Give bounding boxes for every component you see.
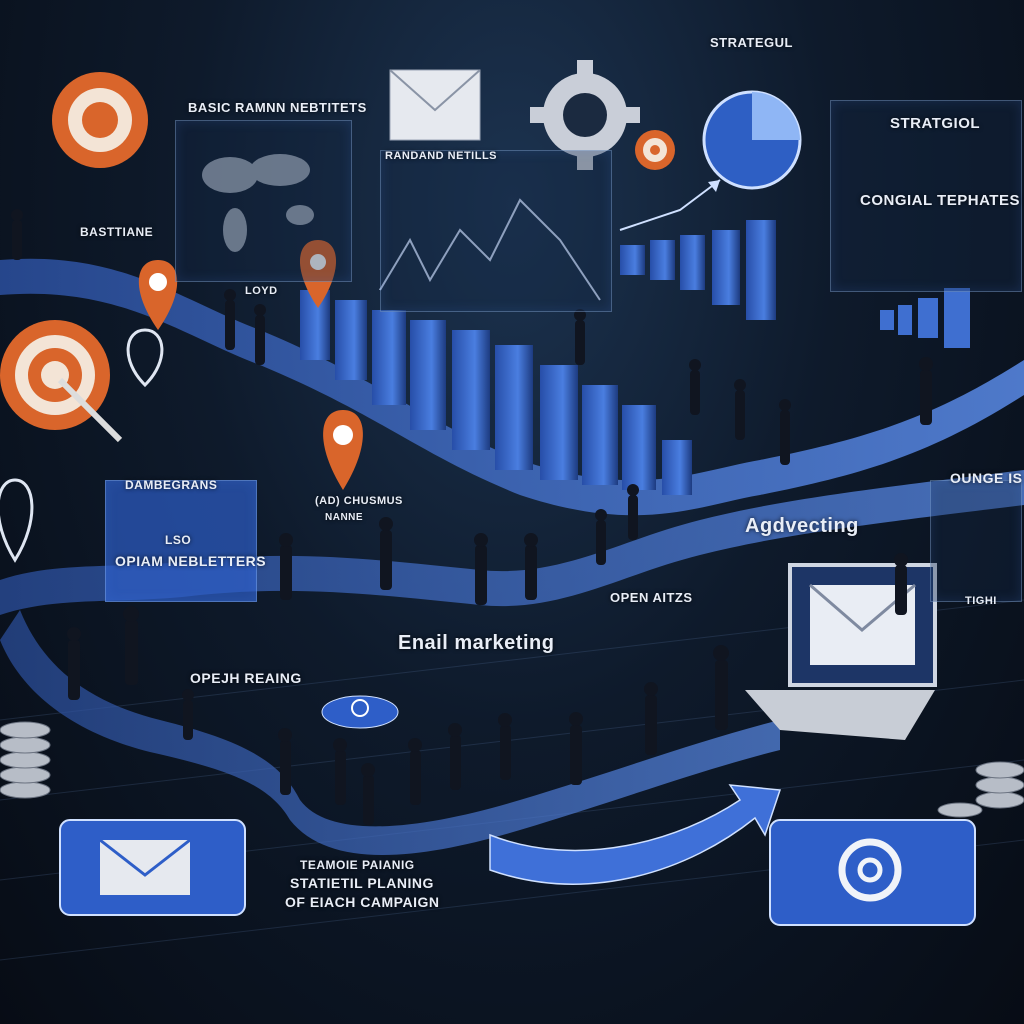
label-email-marketing: Enail marketing xyxy=(398,632,555,654)
blue-chip xyxy=(321,695,399,729)
label-bottom-line1: TEAMOIE PAIANIG xyxy=(300,858,415,872)
at-card-bottom-right xyxy=(769,819,976,926)
panel-linechart xyxy=(380,150,612,312)
coin-stack-left xyxy=(0,721,51,799)
label-dambegrans: DAMBEGRANS xyxy=(125,478,218,492)
gear-graphic xyxy=(530,60,640,170)
label-open-reaing: OPEJH REAING xyxy=(190,670,302,686)
step-bars xyxy=(300,290,692,495)
panel-right-circle xyxy=(930,480,1022,602)
far-right-bars xyxy=(880,288,970,348)
label-open-newsletters-top: LSO xyxy=(165,533,192,547)
label-randand-netills: RANDAND NETILLS xyxy=(385,150,497,162)
line-chart xyxy=(379,198,601,301)
target-small xyxy=(635,130,675,170)
label-loyd: LOYD xyxy=(245,285,278,297)
growth-arrow xyxy=(489,784,782,885)
pin-outline-left xyxy=(0,328,164,563)
panel-strategic xyxy=(830,100,1022,292)
panel-map xyxy=(175,120,352,282)
label-agdvecting: Agdvecting xyxy=(745,515,859,537)
label-strategiol: STRATGIOL xyxy=(890,115,981,132)
coin-stack-right xyxy=(937,761,1024,818)
label-original-templates: CONGIAL TEPHATES xyxy=(860,192,1020,209)
lower-path xyxy=(0,610,780,855)
label-open-newsletters: OPIAM NEBLETTERS xyxy=(115,553,267,569)
right-bar-chart xyxy=(619,179,776,320)
label-ounge-is: OUNGE IS xyxy=(950,470,1023,486)
panel-newsletter xyxy=(105,480,257,602)
label-bottom-line2: STATIETIL PLANING xyxy=(290,875,434,891)
pin-1 xyxy=(138,260,178,330)
pin-2 xyxy=(299,240,337,308)
label-addmord: NANNE xyxy=(325,512,364,523)
label-bastiane: BASTTIANE xyxy=(80,225,154,239)
label-tigh: TIGHI xyxy=(965,595,997,607)
pie-globe xyxy=(702,90,802,190)
label-bottom-line3: OF EIACH CAMPAIGN xyxy=(285,894,440,910)
label-and-chusmus: (AD) CHUSMUS xyxy=(315,495,403,507)
pin-3 xyxy=(323,410,363,490)
people xyxy=(11,209,933,825)
world-map xyxy=(202,154,314,252)
label-basic-top: BASIC RAMNN NEBTITETS xyxy=(188,100,367,115)
envelope-card-bottom-left xyxy=(59,819,246,916)
target-left-big xyxy=(0,320,123,443)
envelope-top xyxy=(389,69,481,141)
target-top-left xyxy=(52,72,148,168)
label-open-aitzs: OPEN AITZS xyxy=(610,590,693,605)
label-strategul: STRATEGUL xyxy=(710,35,793,50)
